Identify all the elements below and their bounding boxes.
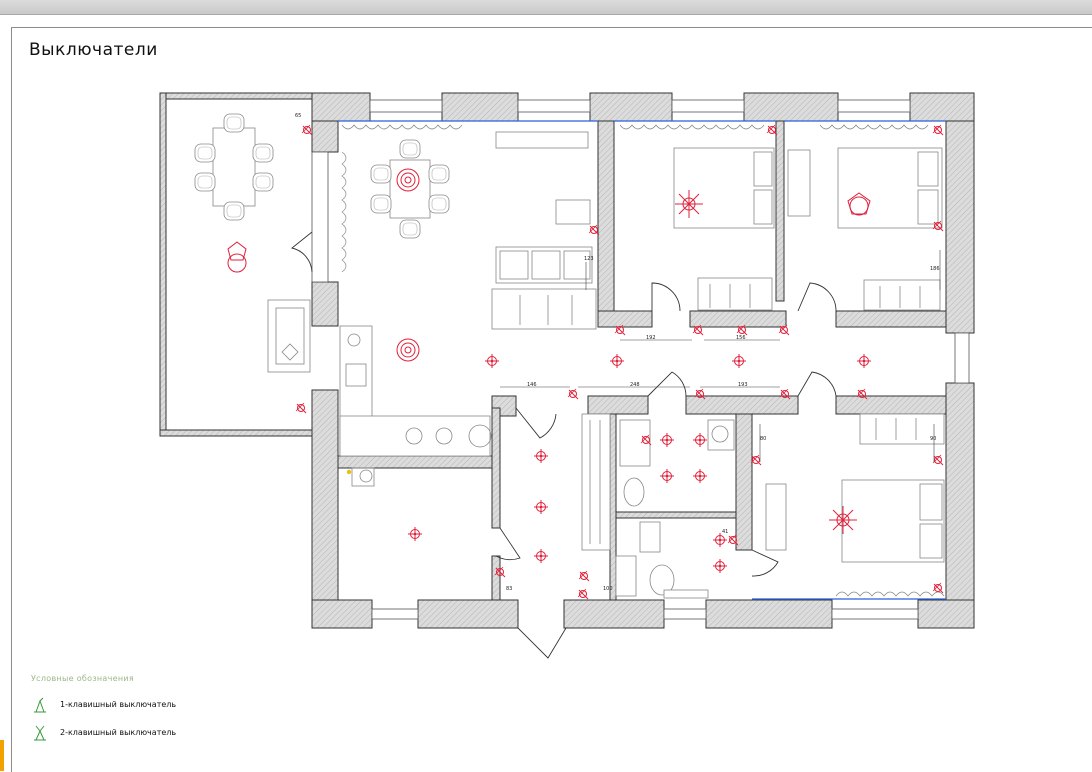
legend-item-label: 2-клавишный выключатель [60, 728, 177, 737]
legend-title: Условные обозначения [31, 674, 135, 683]
dim-41: 41 [722, 529, 728, 535]
dim-248: 248 [630, 382, 640, 388]
dim-100: 100 [603, 586, 613, 592]
window-top-bar [0, 0, 1092, 15]
dimension-labels: 65 123 192 156 186 146 248 193 80 90 41 … [295, 113, 940, 592]
outlet-marker-icon [346, 469, 352, 475]
dim-192: 192 [646, 335, 656, 341]
windows [311, 99, 970, 620]
corner-marker [0, 740, 4, 771]
dim-156: 156 [736, 335, 746, 341]
double-key-switch-icon [34, 725, 46, 741]
furniture [194, 113, 945, 599]
dim-123: 123 [584, 256, 594, 262]
dim-65: 65 [295, 113, 301, 119]
curtains [341, 124, 945, 597]
doors [290, 231, 837, 659]
chandeliers [227, 168, 871, 534]
legend-item-label: 1-клавишный выключатель [60, 700, 177, 709]
dim-83: 83 [506, 586, 512, 592]
dimension-lines [500, 250, 941, 462]
dim-186: 186 [930, 266, 940, 272]
dim-80: 80 [760, 436, 766, 442]
sheet-title: Выключатели [29, 40, 158, 60]
dim-193: 193 [738, 382, 748, 388]
dim-146: 146 [527, 382, 537, 388]
single-key-switch-icon [34, 697, 46, 713]
walls [159, 92, 975, 629]
dim-90: 90 [930, 436, 936, 442]
